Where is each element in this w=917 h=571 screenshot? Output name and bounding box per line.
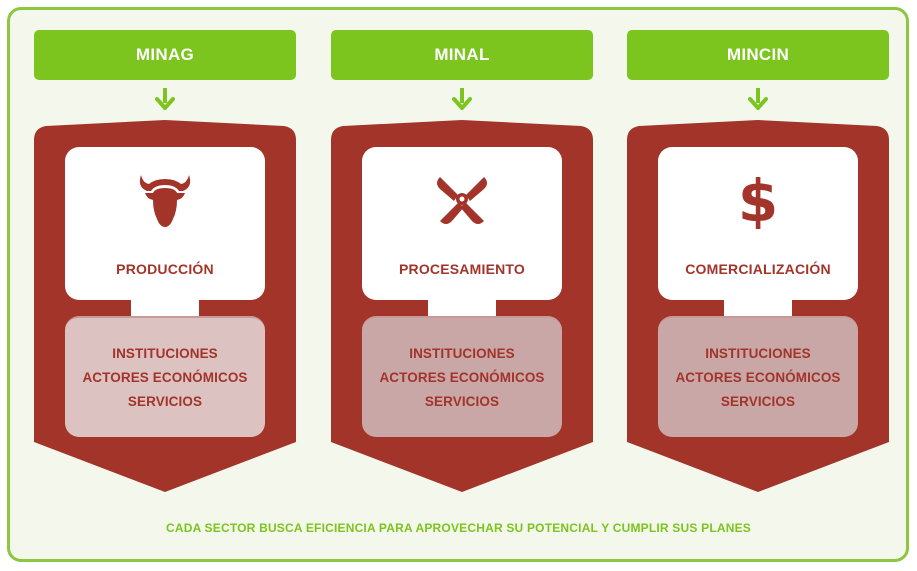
card-connector bbox=[724, 298, 792, 320]
actor-item: INSTITUCIONES bbox=[409, 345, 515, 361]
actor-item: ACTORES ECONÓMICOS bbox=[379, 369, 545, 385]
stage-card: PROCESAMIENTO bbox=[362, 147, 562, 300]
actor-item: SERVICIOS bbox=[424, 393, 500, 409]
actors-card: INSTITUCIONES ACTORES ECONÓMICOS SERVICI… bbox=[65, 316, 265, 437]
stage-card: PRODUCCIÓN bbox=[65, 147, 265, 300]
actor-item: SERVICIOS bbox=[127, 393, 203, 409]
actor-item: ACTORES ECONÓMICOS bbox=[82, 369, 248, 385]
ministry-label: MINAL bbox=[434, 45, 490, 64]
actors-card: INSTITUCIONES ACTORES ECONÓMICOS SERVICI… bbox=[362, 316, 562, 437]
stage-label: PRODUCCIÓN bbox=[116, 261, 214, 277]
footer-tagline: CADA SECTOR BUSCA EFICIENCIA PARA APROVE… bbox=[166, 521, 751, 535]
stage-label: COMERCIALIZACIÓN bbox=[685, 261, 831, 277]
svg-text:$: $ bbox=[738, 169, 778, 229]
cow-head-icon bbox=[139, 175, 191, 227]
arrow-down-icon bbox=[155, 88, 175, 110]
actor-item: INSTITUCIONES bbox=[112, 345, 218, 361]
ministry-label: MINCIN bbox=[726, 45, 790, 64]
actor-item: ACTORES ECONÓMICOS bbox=[675, 369, 841, 385]
stage-label: PROCESAMIENTO bbox=[398, 261, 526, 277]
ministry-label: MINAG bbox=[135, 45, 195, 64]
dollar-icon: $ bbox=[738, 169, 778, 229]
ministry-header: MINCIN bbox=[627, 30, 889, 80]
actor-item: SERVICIOS bbox=[720, 393, 796, 409]
ministry-header: MINAL bbox=[331, 30, 593, 80]
actors-card: INSTITUCIONES ACTORES ECONÓMICOS SERVICI… bbox=[658, 316, 858, 437]
sector-column-minag: MINAG PRODUCCIÓN INSTITUCIONES ACTORES E… bbox=[34, 30, 296, 492]
fan-blade-icon bbox=[437, 177, 487, 224]
arrow-down-icon bbox=[748, 88, 768, 110]
ministry-header: MINAG bbox=[34, 30, 296, 80]
actor-item: INSTITUCIONES bbox=[705, 345, 811, 361]
card-connector bbox=[428, 298, 496, 320]
arrow-down-icon bbox=[452, 88, 472, 110]
stage-card: $ COMERCIALIZACIÓN bbox=[658, 147, 858, 300]
card-connector bbox=[131, 298, 199, 320]
sector-column-mincin: MINCIN $ COMERCIALIZACIÓN INSTITUCIONES … bbox=[627, 30, 889, 492]
sector-column-minal: MINAL PROCESAMIENTO INSTITUCIONES ACTORE… bbox=[331, 30, 593, 492]
